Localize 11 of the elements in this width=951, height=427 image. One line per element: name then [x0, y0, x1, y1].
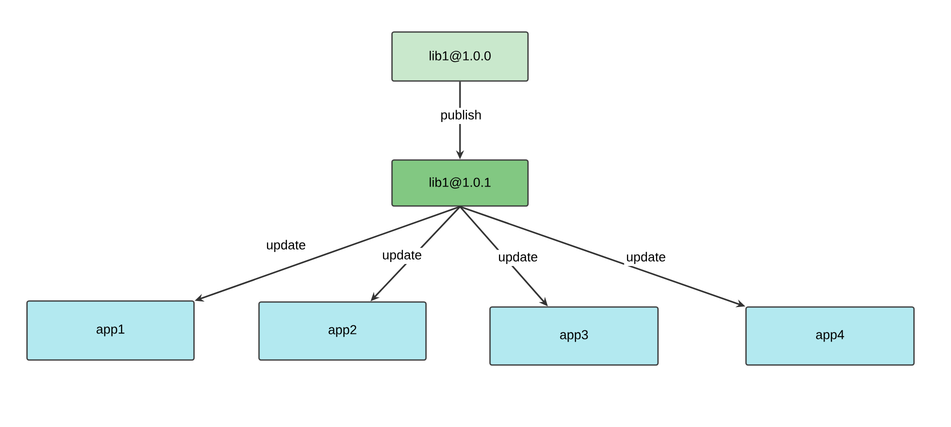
- edge-label: publish: [438, 108, 484, 124]
- version-box: lib1@1.0.1: [391, 159, 529, 207]
- edge-label: update: [496, 250, 540, 266]
- edge-label: update: [624, 250, 668, 266]
- app-box: app4: [745, 306, 915, 366]
- edge-label: update: [264, 238, 308, 254]
- edge-label: update: [380, 248, 424, 264]
- app-box: app1: [26, 300, 195, 361]
- app-box: app2: [258, 301, 427, 361]
- version-box: lib1@1.0.0: [391, 31, 529, 82]
- app-box: app3: [489, 306, 659, 366]
